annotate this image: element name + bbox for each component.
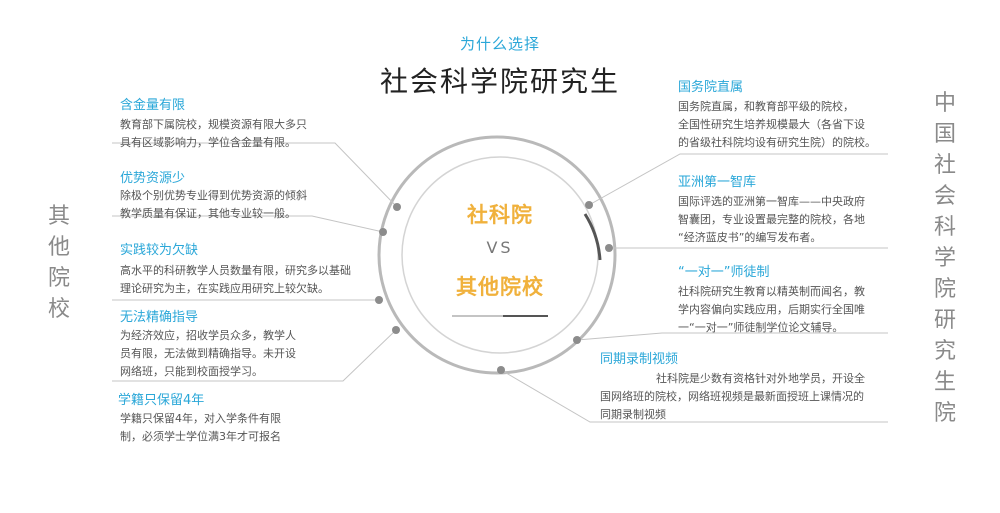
side-label-left: 其 他 院 校 [44,201,74,325]
right-item-text: 国际评选的亚洲第一智库——中央政府 智囊团，专业设置最完整的院校，各地 “经济蓝… [678,193,893,247]
right-item-1: 国务院直属 国务院直属，和教育部平级的院校， 全国性研究生培养规模最大（各省下设… [678,76,893,152]
dot-right-1 [585,201,593,209]
right-item-line: 国务院直属，和教育部平级的院校， [678,100,854,113]
connector-right-3 [576,332,888,341]
side-right-char: 学 [933,246,956,271]
side-label-right: 中 国 社 会 科 学 院 研 究 生 院 [930,88,960,429]
right-item-line: 国网络班的院校，网络班视频是最新面授班上课情况的 [600,390,864,403]
left-item-2: 优势资源少 除极个别优势专业得到优势资源的倾斜 教学质量有保证，其他专业较一般。 [120,167,365,223]
center-label-others: 其他院校 [456,275,544,299]
left-item-title: 学籍只保留4年 [118,393,205,408]
header-subtitle: 为什么选择 [459,35,540,53]
side-left-char: 他 [47,235,70,260]
dot-left-3 [375,296,383,304]
right-item-text: 国务院直属，和教育部平级的院校， 全国性研究生培养规模最大（各省下设 的省级社科… [678,98,893,152]
right-item-line: 的省级社科院均设有研究生院）的院校。 [678,136,876,149]
left-item-title: 无法精确指导 [120,310,199,325]
dot-left-4 [392,326,400,334]
left-item-title: 实践较为欠缺 [120,243,199,258]
center-label-vs: VS [486,238,514,257]
left-item-line: 教学质量有保证，其他专业较一般。 [120,207,296,220]
side-right-char: 国 [933,122,956,147]
dot-right-3 [573,336,581,344]
right-item-line: 社科院研究生教育以精英制而闻名，教 [678,285,865,298]
right-item-title: 国务院直属 [678,80,744,95]
connector-left-1 [112,142,398,208]
right-item-text: 社科院是少数有资格针对外地学员，开设全 国网络班的院校，网络班视频是最新面授班上… [600,370,890,424]
side-right-char: 科 [933,215,956,240]
left-item-1: 含金量有限 教育部下属院校，规模资源有限大多只 具有区域影响力，学位含金量有限。 [120,94,360,152]
left-item-line: 教育部下属院校，规模资源有限大多只 [120,118,307,131]
side-left-char: 校 [47,297,70,322]
right-item-line: “经济蓝皮书”的编写发布者。 [678,231,822,244]
left-item-text: 学籍只保留4年，对入学条件有限 制，必须学士学位满3年才可报名 [118,410,338,446]
connector-right-4 [500,369,888,423]
right-connectors [500,153,888,423]
left-item-line: 网络班，只能到校面授学习。 [120,365,263,378]
left-item-line: 具有区域影响力，学位含金量有限。 [120,136,296,149]
side-right-char: 社 [933,153,956,178]
right-item-2: 亚洲第一智库 国际评选的亚洲第一智库——中央政府 智囊团，专业设置最完整的院校，… [678,171,893,247]
right-item-line: 同期录制视频 [600,408,666,421]
side-right-char: 中 [933,91,956,116]
side-right-char: 究 [933,339,956,364]
right-item-3: “一对一”师徒制 社科院研究生教育以精英制而闻名，教 学内容偏向实践应用，后期实… [678,261,893,337]
left-item-4: 无法精确指导 为经济效应，招收学员众多，教学人 员有限，无法做到精确指导。未开设… [120,306,340,381]
left-item-line: 制，必须学士学位满3年才可报名 [120,430,281,443]
right-item-line: 智囊团，专业设置最完整的院校，各地 [678,213,865,226]
ring-highlight-arc [583,213,602,261]
side-right-char: 院 [933,401,956,426]
left-item-line: 为经济效应，招收学员众多，教学人 [120,329,296,342]
connector-left-2 [112,215,384,233]
right-item-title: 亚洲第一智库 [678,175,757,190]
left-item-text: 除极个别优势专业得到优势资源的倾斜 教学质量有保证，其他专业较一般。 [120,187,365,223]
right-item-line: 全国性研究生培养规模最大（各省下设 [678,118,865,131]
left-item-title: 优势资源少 [120,171,186,186]
left-item-line: 高水平的科研教学人员数量有限，研究多以基础 [120,264,351,277]
right-item-title: “一对一”师徒制 [678,265,770,280]
left-item-line: 学籍只保留4年，对入学条件有限 [120,412,281,425]
left-item-line: 理论研究为主，在实践应用研究上较欠缺。 [120,282,329,295]
left-item-text: 高水平的科研教学人员数量有限，研究多以基础 理论研究为主，在实践应用研究上较欠缺… [120,262,385,298]
outer-ring [377,135,617,375]
inner-ring [401,156,599,354]
dot-right-4 [497,366,505,374]
right-item-line: 学内容偏向实践应用，后期实行全国唯 [678,303,865,316]
left-connectors [112,142,398,382]
left-item-text: 为经济效应，招收学员众多，教学人 员有限，无法做到精确指导。未开设 网络班，只能… [120,327,340,381]
right-item-line: 社科院是少数有资格针对外地学员，开设全 [656,372,865,385]
left-item-5: 学籍只保留4年 学籍只保留4年，对入学条件有限 制，必须学士学位满3年才可报名 [118,389,338,446]
connector-left-4 [112,329,397,382]
dot-right-2 [605,244,613,252]
left-item-title: 含金量有限 [120,98,186,113]
right-item-line: 一“一对一”师徒制学位论文辅导。 [678,321,844,334]
connector-right-1 [588,153,888,206]
side-right-char: 生 [933,370,956,395]
right-item-text: 社科院研究生教育以精英制而闻名，教 学内容偏向实践应用，后期实行全国唯 一“一对… [678,283,893,337]
dot-left-2 [379,228,387,236]
right-item-4: 同期录制视频 社科院是少数有资格针对外地学员，开设全 国网络班的院校，网络班视频… [600,348,890,424]
side-right-char: 院 [933,277,956,302]
left-item-text: 教育部下属院校，规模资源有限大多只 具有区域影响力，学位含金量有限。 [120,116,360,152]
right-item-line: 国际评选的亚洲第一智库——中央政府 [678,195,865,208]
connector-dots [375,201,613,374]
left-item-line: 除极个别优势专业得到优势资源的倾斜 [120,189,307,202]
side-right-char: 会 [933,184,956,209]
center-label-cass: 社科院 [467,203,533,227]
left-item-line: 员有限，无法做到精确指导。未开设 [120,347,296,360]
side-right-char: 研 [933,308,956,333]
page-title: 社会科学院研究生 [379,65,620,98]
left-item-3: 实践较为欠缺 高水平的科研教学人员数量有限，研究多以基础 理论研究为主，在实践应… [120,239,385,298]
dot-left-1 [393,203,401,211]
side-left-char: 其 [47,204,70,229]
side-left-char: 院 [47,266,70,291]
right-item-title: 同期录制视频 [600,352,679,367]
